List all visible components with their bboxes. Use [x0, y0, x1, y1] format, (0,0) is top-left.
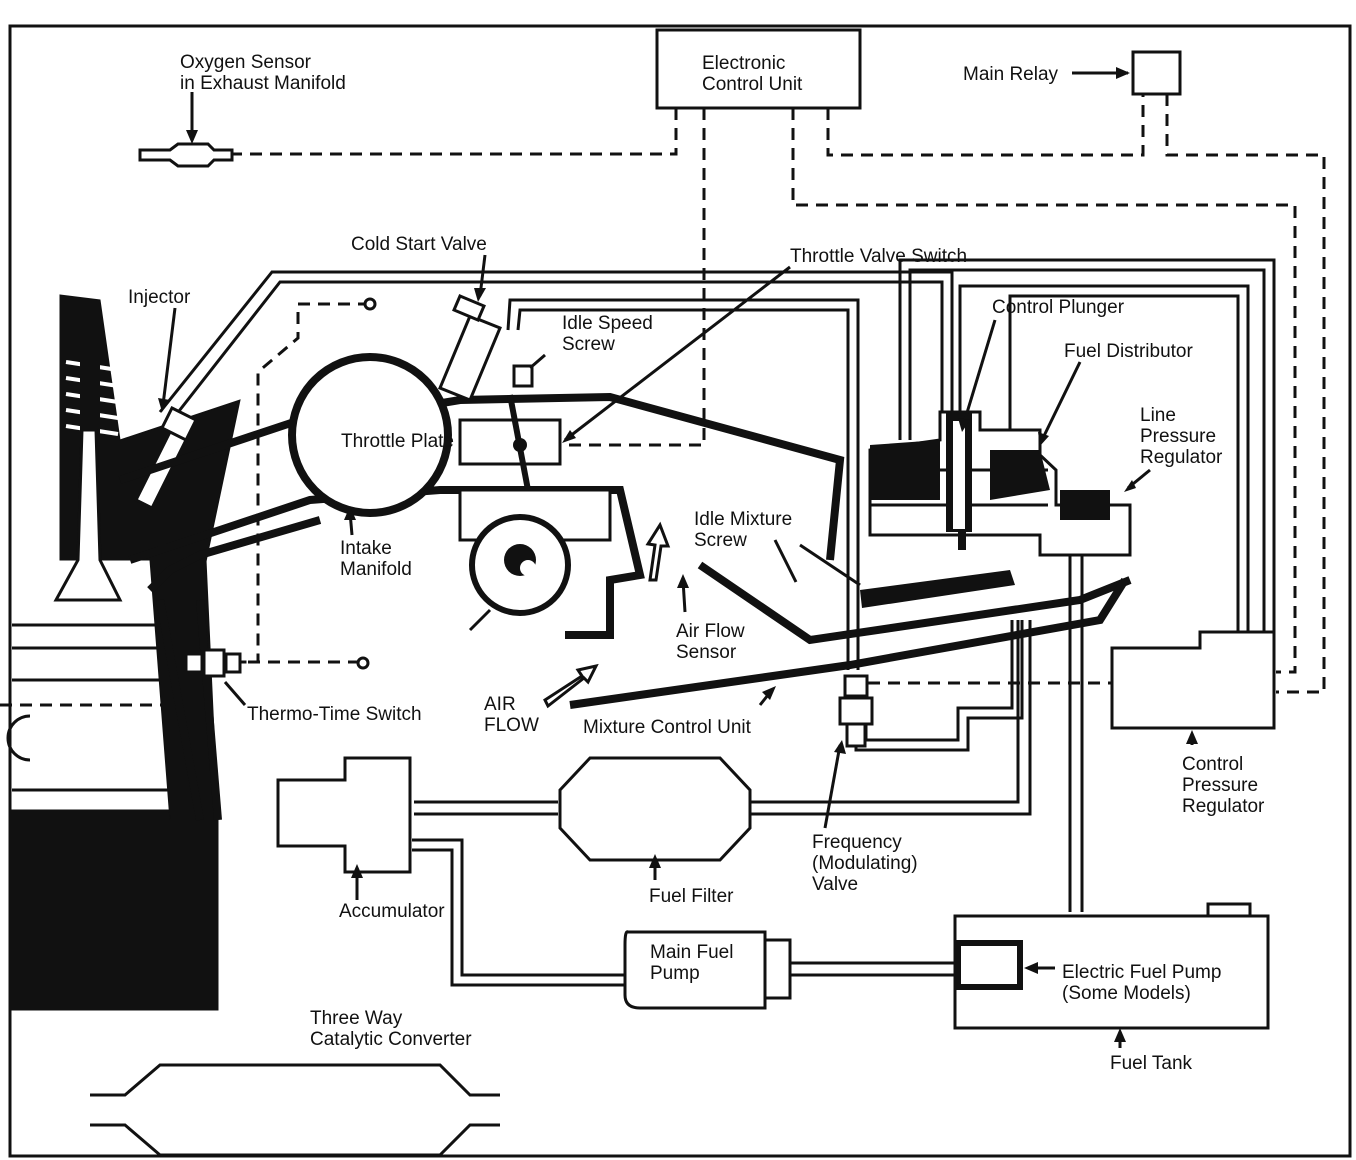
air-flow-label: AIR FLOW — [484, 694, 539, 736]
control-pressure-regulator-label: Control Pressure Regulator — [1182, 754, 1264, 817]
catalytic-converter-label: Three Way Catalytic Converter — [310, 1008, 472, 1050]
idle-speed-screw-label: Idle Speed Screw — [562, 313, 653, 355]
mixture-control-unit-label: Mixture Control Unit — [583, 717, 751, 738]
cold-start-valve-shape — [440, 296, 500, 400]
line-pressure-regulator-label: Line Pressure Regulator — [1140, 405, 1222, 468]
throttle-body — [460, 420, 560, 464]
fuel-filter-label: Fuel Filter — [649, 886, 733, 907]
accumulator-label: Accumulator — [339, 901, 445, 922]
accumulator-box — [278, 758, 410, 872]
electric-fuel-pump-label: Electric Fuel Pump (Some Models) — [1062, 962, 1221, 1004]
oxygen-sensor-label: Oxygen Sensor in Exhaust Manifold — [180, 52, 346, 94]
main-fuel-pump-label: Main Fuel Pump — [650, 942, 733, 984]
catalytic-converter-shape — [90, 1065, 500, 1155]
throttle-valve-switch-label: Throttle Valve Switch — [790, 246, 967, 267]
intake-manifold-label: Intake Manifold — [340, 538, 412, 580]
thermo-time-switch-shape — [186, 650, 240, 676]
control-plunger-label: Control Plunger — [992, 297, 1124, 318]
control-pressure-regulator-box — [1112, 632, 1274, 728]
thermo-time-switch-label: Thermo-Time Switch — [247, 704, 422, 725]
fuel-distributor-label: Fuel Distributor — [1064, 341, 1193, 362]
throttle-plate-label: Throttle Plate — [341, 431, 454, 452]
air-flow-sensor-label: Air Flow Sensor — [676, 621, 745, 663]
frequency-valve-label: Frequency (Modulating) Valve — [812, 832, 918, 895]
injector-label: Injector — [128, 287, 190, 308]
fuel-filter-box — [560, 758, 750, 860]
main-relay-label: Main Relay — [963, 64, 1058, 85]
electric-fuel-pump-box — [958, 943, 1020, 987]
ecu-label: Electronic Control Unit — [702, 53, 802, 95]
idle-mixture-screw-label: Idle Mixture Screw — [694, 509, 792, 551]
main-relay-box — [1133, 52, 1180, 94]
cold-start-valve-label: Cold Start Valve — [351, 234, 487, 255]
fuel-tank-label: Fuel Tank — [1110, 1053, 1192, 1074]
oxygen-sensor-shape — [140, 144, 232, 166]
